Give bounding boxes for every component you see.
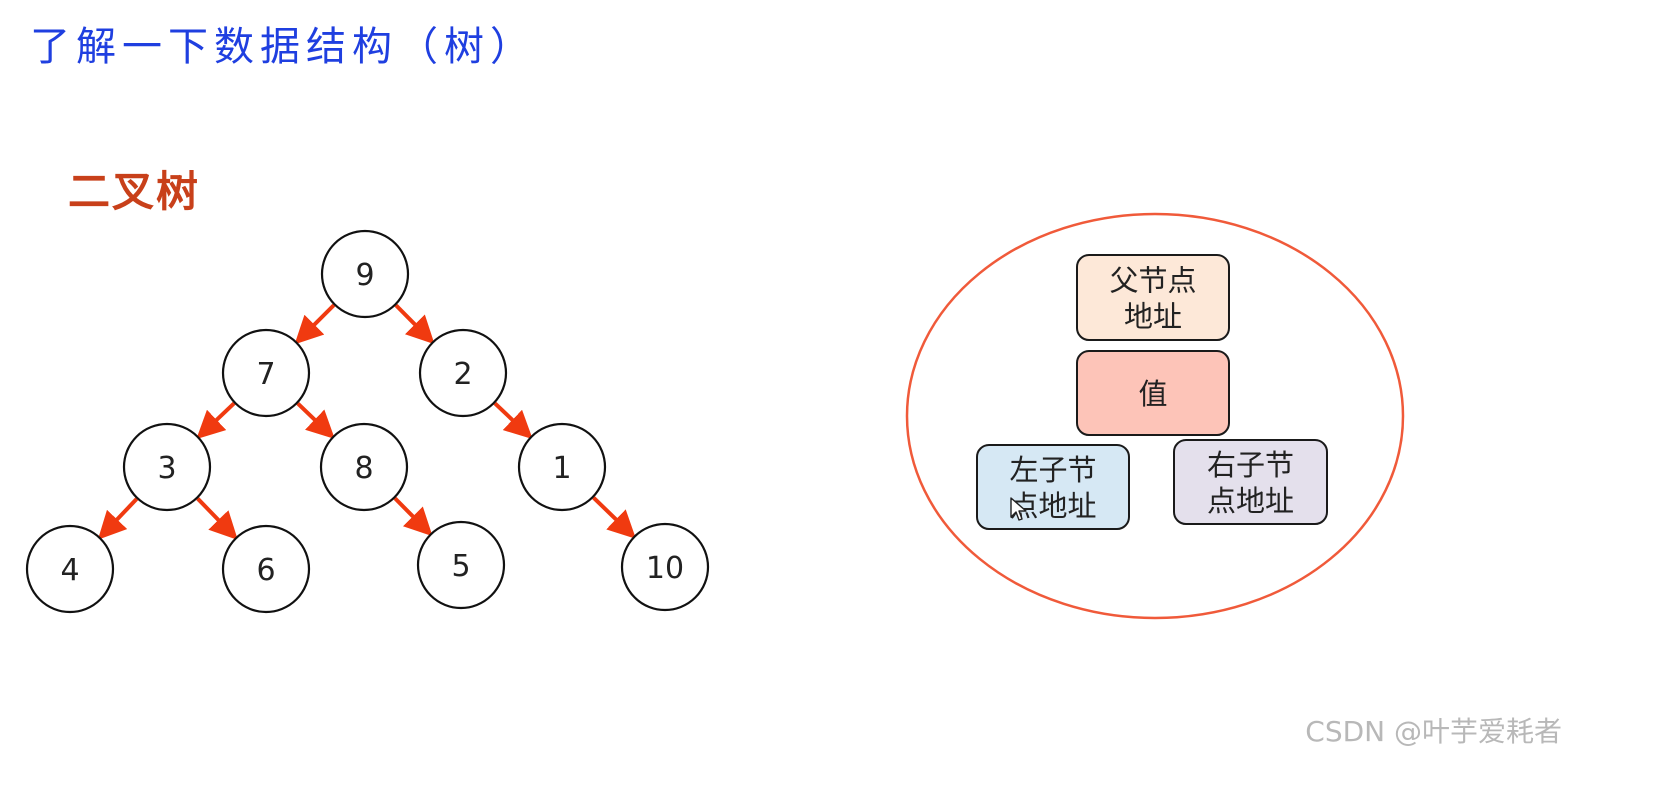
tree-edge-n2-n1 <box>493 401 533 440</box>
tree-node-label: 2 <box>453 357 472 392</box>
structure-box-label: 点地址 <box>1207 484 1294 518</box>
tree-node-5: 5 <box>416 520 506 610</box>
tree-node-label: 8 <box>354 451 373 486</box>
tree-node-8: 8 <box>319 422 409 512</box>
watermark: CSDN @叶芋爱耗者 <box>1305 715 1562 748</box>
page-title: 了解一下数据结构（树） <box>30 24 536 70</box>
node-outline-ellipse <box>905 212 1405 620</box>
tree-edge-n3-n4 <box>97 497 139 540</box>
tree-edge-n9-n2 <box>394 303 435 345</box>
tree-node-circle <box>320 229 410 319</box>
tree-node-circle <box>25 524 115 614</box>
structure-box-label: 点地址 <box>1009 489 1096 523</box>
tree-node-circle <box>418 328 508 418</box>
section-title: 二叉树 <box>68 167 201 216</box>
tree-node-circle <box>319 422 409 512</box>
tree-node-label: 1 <box>552 451 571 486</box>
tree-edge-n7-n3 <box>196 401 236 440</box>
structure-box-rect <box>1173 439 1328 525</box>
tree-node-circle <box>221 328 311 418</box>
tree-node-1: 1 <box>517 422 607 512</box>
tree-edge-n1-n10 <box>592 496 637 539</box>
tree-edge-n7-n8 <box>296 402 335 440</box>
tree-node-circle <box>416 520 506 610</box>
tree-node-4: 4 <box>25 524 115 614</box>
tree-node-6: 6 <box>221 524 311 614</box>
structure-box-label: 地址 <box>1124 300 1182 334</box>
tree-node-label: 5 <box>451 549 470 584</box>
tree-node-label: 7 <box>256 357 275 392</box>
tree-edges <box>97 303 637 541</box>
tree-node-7: 7 <box>221 328 311 418</box>
tree-node-label: 9 <box>355 258 374 293</box>
tree-node-label: 3 <box>157 451 176 486</box>
structure-box-value: 值 <box>1076 350 1230 436</box>
tree-edge-n3-n6 <box>196 497 238 541</box>
tree-node-circle <box>122 422 212 512</box>
tree-node-2: 2 <box>418 328 508 418</box>
tree-node-label: 4 <box>60 553 79 588</box>
tree-node-label: 10 <box>646 551 684 586</box>
tree-node-circle <box>517 422 607 512</box>
structure-box-label: 右子节 <box>1207 448 1294 482</box>
tree-edge-n8-n5 <box>393 496 433 537</box>
tree-edge-n9-n7 <box>294 303 336 345</box>
structure-box-rect <box>1076 254 1230 341</box>
tree-node-circle <box>620 522 710 612</box>
structure-box-label: 父节点 <box>1109 264 1196 298</box>
tree-node-label: 6 <box>256 553 275 588</box>
structure-box-label: 值 <box>1138 377 1167 411</box>
tree-node-10: 10 <box>620 522 710 612</box>
tree-node-circle <box>221 524 311 614</box>
mouse-cursor-icon <box>1010 497 1027 521</box>
structure-box-label: 左子节 <box>1009 453 1096 487</box>
tree-node-3: 3 <box>122 422 212 512</box>
tree-nodes: 9 7 2 3 8 1 4 6 5 10 <box>25 229 710 614</box>
tree-node-9: 9 <box>320 229 410 319</box>
structure-box-rect <box>1076 350 1230 436</box>
